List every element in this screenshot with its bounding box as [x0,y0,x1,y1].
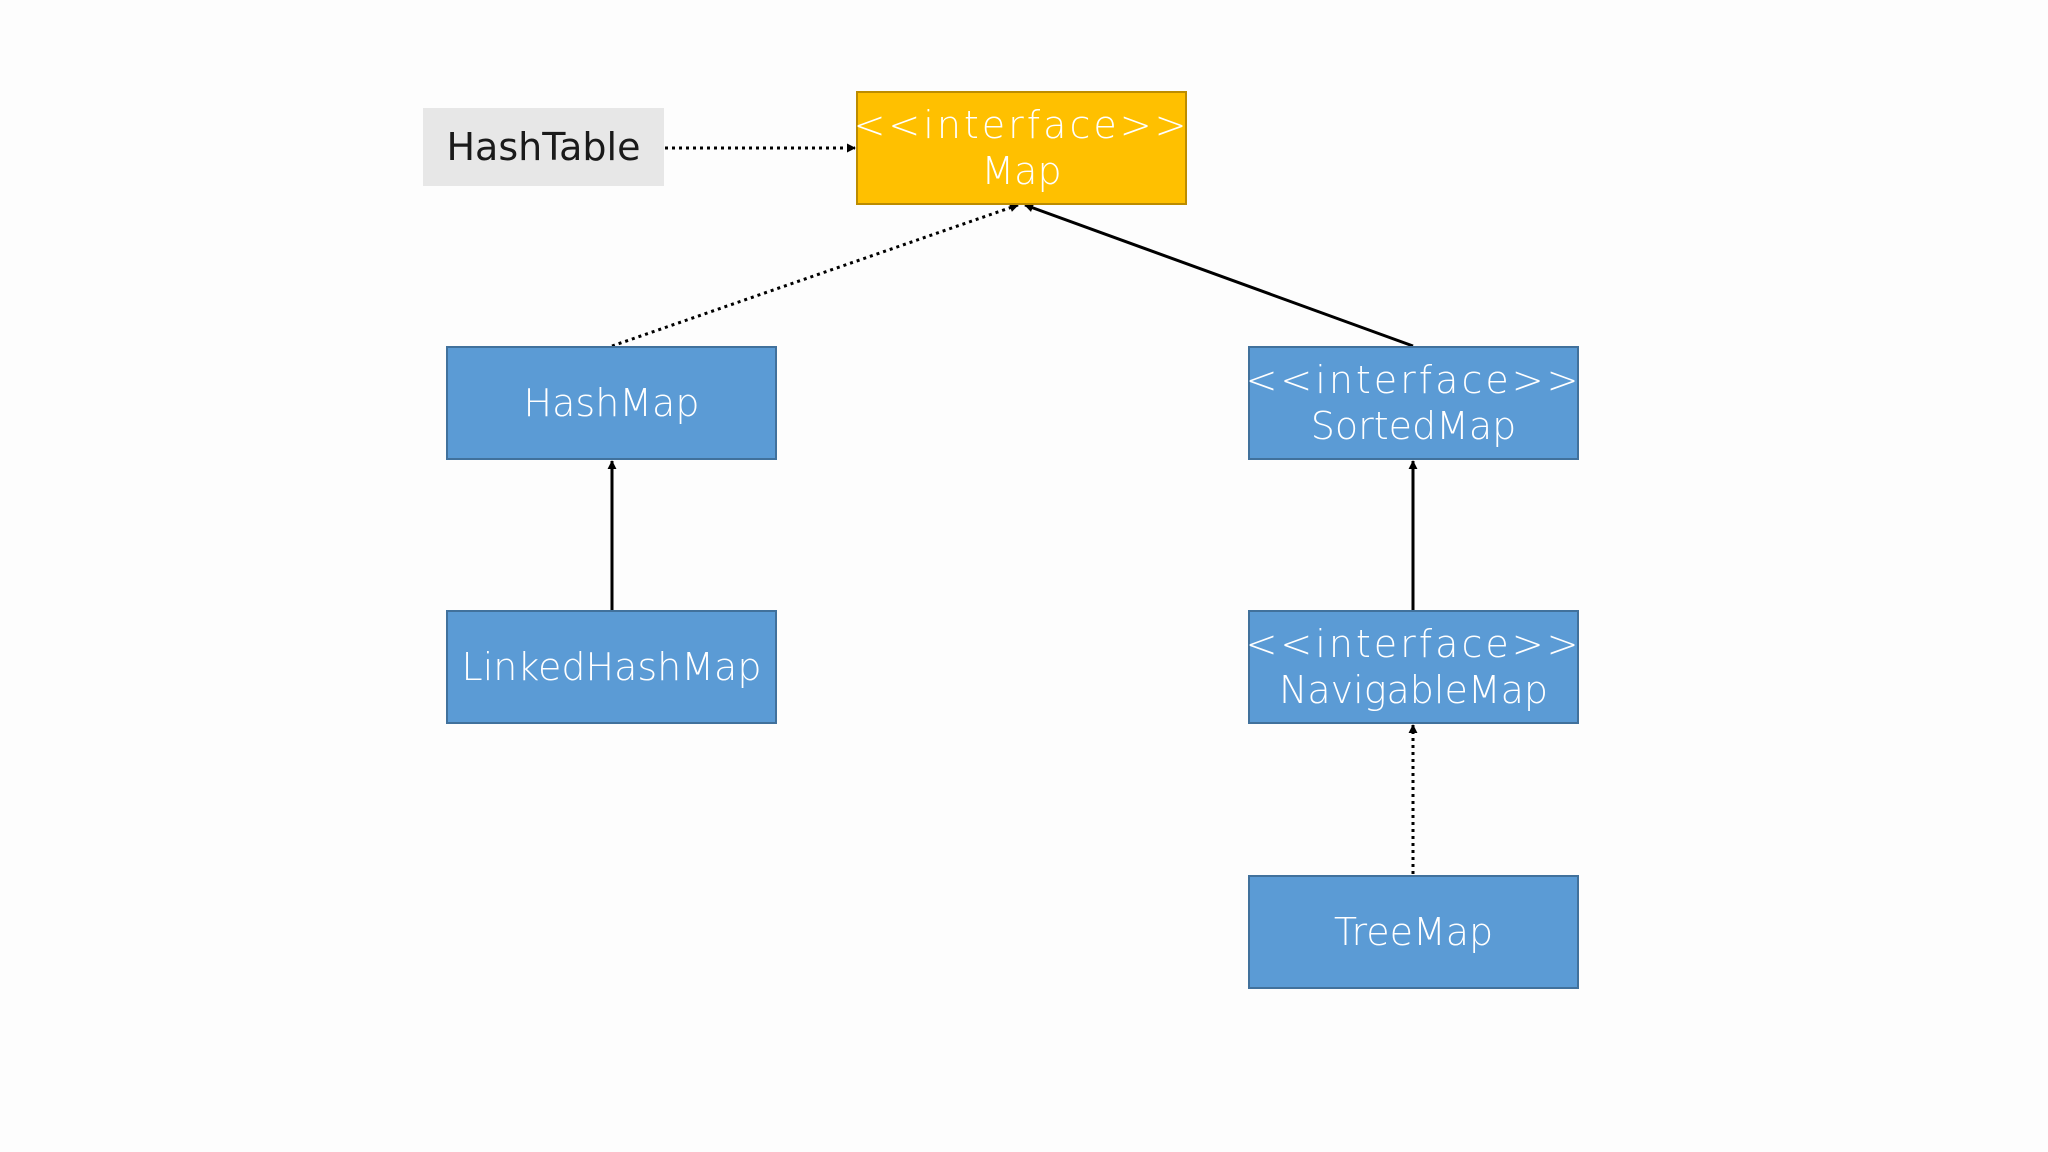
navigablemap-label: NavigableMap [1278,668,1549,712]
linkedhashmap-box: LinkedHashMap [446,610,777,724]
sortedmap-stereotype: <<interface>> [1245,358,1582,402]
sortedmap-to-map-solid-arrow [1024,203,1414,348]
navigablemap-stereotype: <<interface>> [1245,622,1582,666]
sortedmap-label: SortedMap [1310,404,1517,448]
hashtable-box: HashTable [423,108,664,186]
hashmap-box: HashMap [446,346,777,460]
map-stereotype: <<interface>> [853,103,1190,147]
map-label: Map [981,149,1062,193]
hashmap-label: HashMap [523,381,700,425]
sortedmap-interface-box: <<interface>> SortedMap [1245,346,1582,460]
map-interface-box: <<interface>> Map [853,91,1190,205]
treemap-box: TreeMap [1248,875,1579,989]
linkedhashmap-label: LinkedHashMap [461,645,762,689]
hashtable-label: HashTable [446,125,641,169]
treemap-label: TreeMap [1333,910,1494,954]
navigablemap-interface-box: <<interface>> NavigableMap [1245,610,1582,724]
hashmap-to-map-dotted-arrow [611,203,1019,348]
